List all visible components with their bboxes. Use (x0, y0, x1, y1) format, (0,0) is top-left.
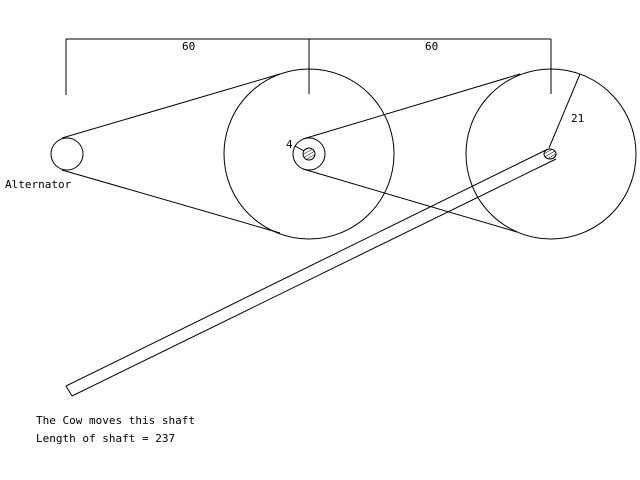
dimension-left-label: 60 (182, 40, 195, 53)
caption-line-2: Length of shaft = 237 (36, 432, 175, 445)
caption-line-1: The Cow moves this shaft (36, 414, 195, 427)
dimension-right-label: 60 (425, 40, 438, 53)
hub-radius-leader (294, 145, 305, 152)
dimension-lines (65, 38, 552, 95)
belts (61, 73, 521, 234)
middle-hub (302, 147, 316, 161)
hub-radius-label: 4 (286, 138, 293, 151)
pulley-radius-line (548, 73, 581, 149)
alternator-pulley (50, 137, 84, 171)
cow-shaft (65, 148, 557, 397)
alternator-label: Alternator (5, 178, 72, 191)
right-hub (543, 148, 557, 160)
middle-small-pulley (292, 137, 326, 171)
middle-large-pulley (223, 68, 395, 240)
pulley-radius-label: 21 (571, 112, 584, 125)
right-pulley (465, 68, 637, 240)
